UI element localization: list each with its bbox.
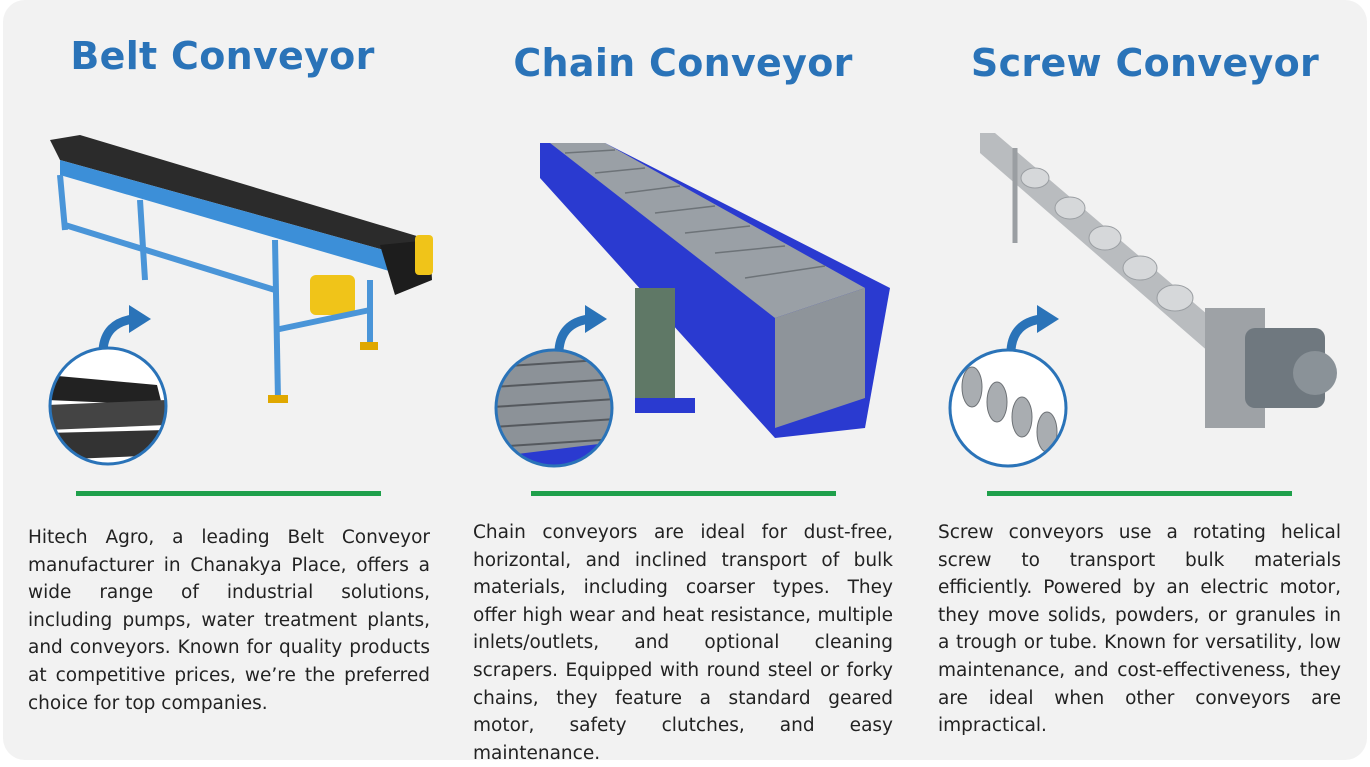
- section-description: Chain conveyors are ideal for dust-free,…: [473, 522, 893, 764]
- section-title: Belt Conveyor: [70, 34, 375, 78]
- accent-divider: [531, 491, 836, 496]
- curved-arrow-icon: [98, 305, 151, 351]
- chain-detail-circle: [494, 348, 614, 468]
- accent-divider: [987, 491, 1292, 496]
- accent-divider: [76, 491, 381, 496]
- curved-arrow-icon: [1006, 305, 1059, 351]
- chain-conveyor-image: [540, 143, 890, 438]
- screw-conveyor-image: [980, 133, 1337, 428]
- background-panel: [3, 0, 1367, 760]
- section-description: Screw conveyors use a rotating helical s…: [938, 522, 1341, 737]
- screw-conveyor-section: Screw Conveyor Screw conveyors use a rot…: [915, 0, 1370, 762]
- section-title: Chain Conveyor: [513, 41, 853, 85]
- belt-detail-circle: [48, 346, 168, 466]
- curved-arrow-icon: [554, 305, 607, 351]
- screw-detail-circle: [948, 348, 1068, 468]
- belt-conveyor-image: [50, 135, 433, 403]
- section-title: Screw Conveyor: [970, 41, 1320, 85]
- section-description: Hitech Agro, a leading Belt Conveyor man…: [28, 527, 430, 714]
- chain-conveyor-section: Chain Conveyor Chain conveyors are ideal…: [455, 0, 915, 764]
- belt-conveyor-section: Belt Conveyor Hitech Agro, a leading Bel…: [0, 0, 450, 762]
